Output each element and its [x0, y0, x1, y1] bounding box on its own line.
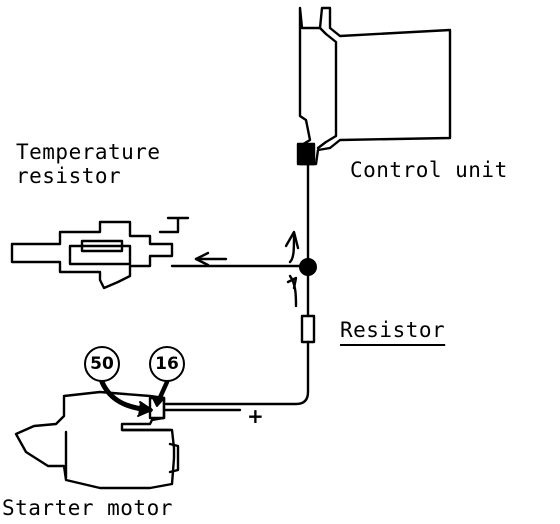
starter-motor-label: Starter motor: [2, 496, 173, 520]
starter-motor: [14, 390, 180, 490]
resistor: [300, 314, 316, 344]
junction-dot: [299, 258, 317, 276]
control-unit-label: Control unit: [350, 158, 508, 182]
terminal-16-badge: 16: [149, 346, 185, 382]
resistor-label: Resistor: [340, 318, 446, 342]
arrow-upper: [288, 232, 296, 264]
arrow-lower: [288, 274, 298, 308]
temperature-resistor-label: Temperature resistor: [16, 140, 161, 189]
wire-resistor-starter: [164, 340, 310, 406]
terminal-50-badge: 50: [84, 346, 120, 382]
control-unit: [296, 6, 452, 166]
temperature-resistor: [10, 216, 190, 290]
positive-terminal-sign: +: [247, 404, 264, 428]
